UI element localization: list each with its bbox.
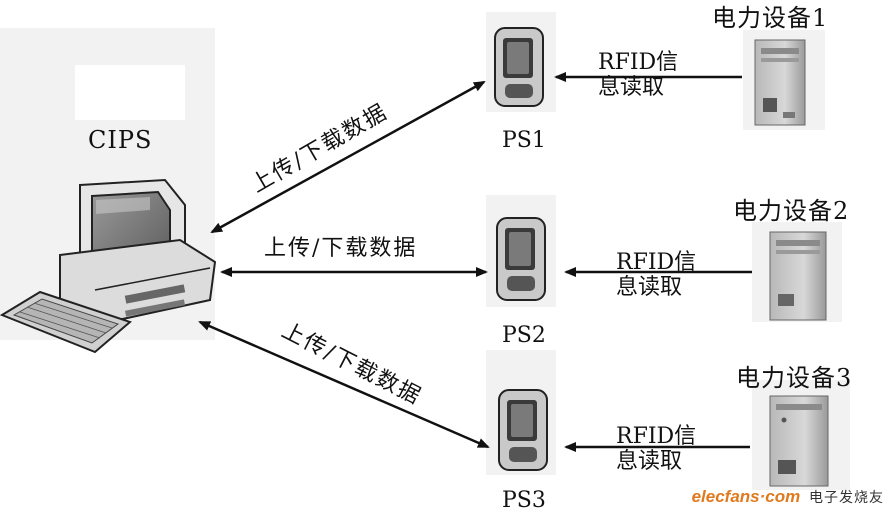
equipment3-label: 电力设备3 bbox=[736, 364, 853, 392]
ps2-label: PS2 bbox=[502, 323, 546, 348]
server-tower-icon bbox=[769, 395, 829, 487]
rfid-label-3-line2: 息读取 bbox=[616, 449, 683, 475]
cips-label: CIPS bbox=[88, 126, 153, 154]
rfid-label-3: RFID信 息读取 bbox=[616, 424, 696, 475]
computer-icon bbox=[0, 178, 217, 354]
rfid-label-2-line1: RFID信 bbox=[616, 250, 697, 275]
link-arrow-ps1 bbox=[210, 80, 486, 234]
server-tower-icon bbox=[769, 231, 827, 321]
ps1-label: PS1 bbox=[502, 128, 546, 153]
watermark: elecfans·com 电子发烧友 bbox=[692, 487, 884, 507]
handheld-device-icon bbox=[494, 27, 544, 107]
equipment2-label: 电力设备2 bbox=[733, 197, 850, 225]
ps3-label: PS3 bbox=[502, 488, 546, 513]
handheld-device-icon bbox=[496, 217, 546, 301]
rfid-label-1-line1: RFID信 bbox=[598, 50, 679, 75]
link-label-ps2: 上传/下载数据 bbox=[264, 236, 418, 261]
server-tower-icon bbox=[754, 39, 806, 126]
cips-label-box bbox=[75, 65, 185, 120]
link-arrow-ps3 bbox=[198, 320, 490, 449]
rfid-label-1: RFID信 息读取 bbox=[598, 50, 678, 101]
handheld-device-icon bbox=[498, 389, 548, 471]
watermark-cn: 电子发烧友 bbox=[809, 490, 884, 506]
rfid-label-2-line2: 息读取 bbox=[616, 275, 683, 301]
rfid-label-2: RFID信 息读取 bbox=[616, 250, 696, 301]
watermark-site: elecfans·com bbox=[691, 487, 801, 506]
equipment1-label: 电力设备1 bbox=[712, 4, 829, 32]
rfid-label-1-line2: 息读取 bbox=[598, 75, 665, 101]
rfid-label-3-line1: RFID信 bbox=[616, 424, 697, 449]
